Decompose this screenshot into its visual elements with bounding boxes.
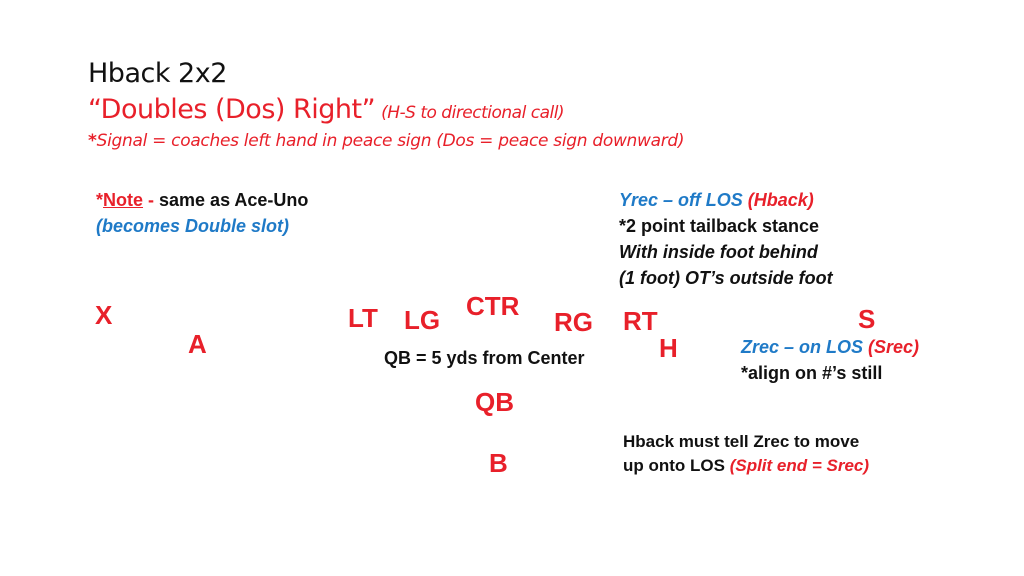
zrec-role: (Srec) [868, 337, 920, 357]
signal-note: *Signal = coaches left hand in peace sig… [88, 131, 685, 151]
position-b: B [489, 448, 508, 478]
position-lt: LT [348, 303, 378, 333]
note-line-1: *Note - same as Ace-Uno [96, 187, 308, 213]
position-rg: RG [554, 307, 593, 337]
position-a: A [188, 329, 207, 359]
qb-alignment-note: QB = 5 yds from Center [384, 348, 585, 368]
note-dash: - [143, 190, 160, 210]
note-line-2: (becomes Double slot) [96, 216, 290, 236]
yrec-role: (Hback) [747, 190, 814, 210]
yrec-line-2: *2 point tailback stance [619, 216, 820, 236]
position-ctr: CTR [466, 291, 520, 321]
signal-star: * [88, 131, 97, 151]
yrec-line-3: With inside foot behind [619, 242, 818, 262]
position-x: X [95, 300, 113, 330]
hback-note-split-end: (Split end = Srec) [729, 456, 870, 475]
hback-note: Hback must tell Zrec to move up onto LOS… [623, 430, 869, 478]
page-title: Hback 2x2 [88, 58, 227, 89]
yrec-block: Yrec – off LOS (Hback) *2 point tailback… [619, 187, 833, 291]
note-text: same as Ace-Uno [159, 190, 309, 210]
yrec-line-1: Yrec – off LOS (Hback) [619, 187, 833, 213]
yrec-line-4: (1 foot) OT’s outside foot [619, 268, 833, 288]
note-block: *Note - same as Ace-Uno (becomes Double … [96, 187, 308, 239]
hback-note-line-2: up onto LOS (Split end = Srec) [623, 454, 869, 478]
formation-name: “Doubles (Dos) Right” [88, 94, 376, 125]
position-lg: LG [404, 305, 441, 335]
formation-subtitle: “Doubles (Dos) Right”(H-S to directional… [88, 94, 565, 125]
position-h: H [659, 333, 678, 363]
yrec-name: Yrec – off LOS [619, 190, 748, 210]
formation-call-note: (H-S to directional call) [381, 103, 565, 123]
position-s: S [858, 304, 876, 334]
hback-note-line-1: Hback must tell Zrec to move [623, 432, 860, 451]
signal-text: Signal = coaches left hand in peace sign… [96, 131, 685, 151]
zrec-line-1: Zrec – on LOS (Srec) [741, 334, 919, 360]
note-star: * [96, 190, 104, 210]
position-rt: RT [623, 306, 658, 336]
zrec-block: Zrec – on LOS (Srec) *align on #’s still [741, 334, 919, 386]
zrec-name: Zrec – on LOS [741, 337, 869, 357]
position-qb: QB [475, 387, 514, 417]
note-label: Note [103, 190, 144, 210]
zrec-line-2: *align on #’s still [741, 363, 883, 383]
hback-note-prefix: up onto LOS [623, 456, 730, 475]
